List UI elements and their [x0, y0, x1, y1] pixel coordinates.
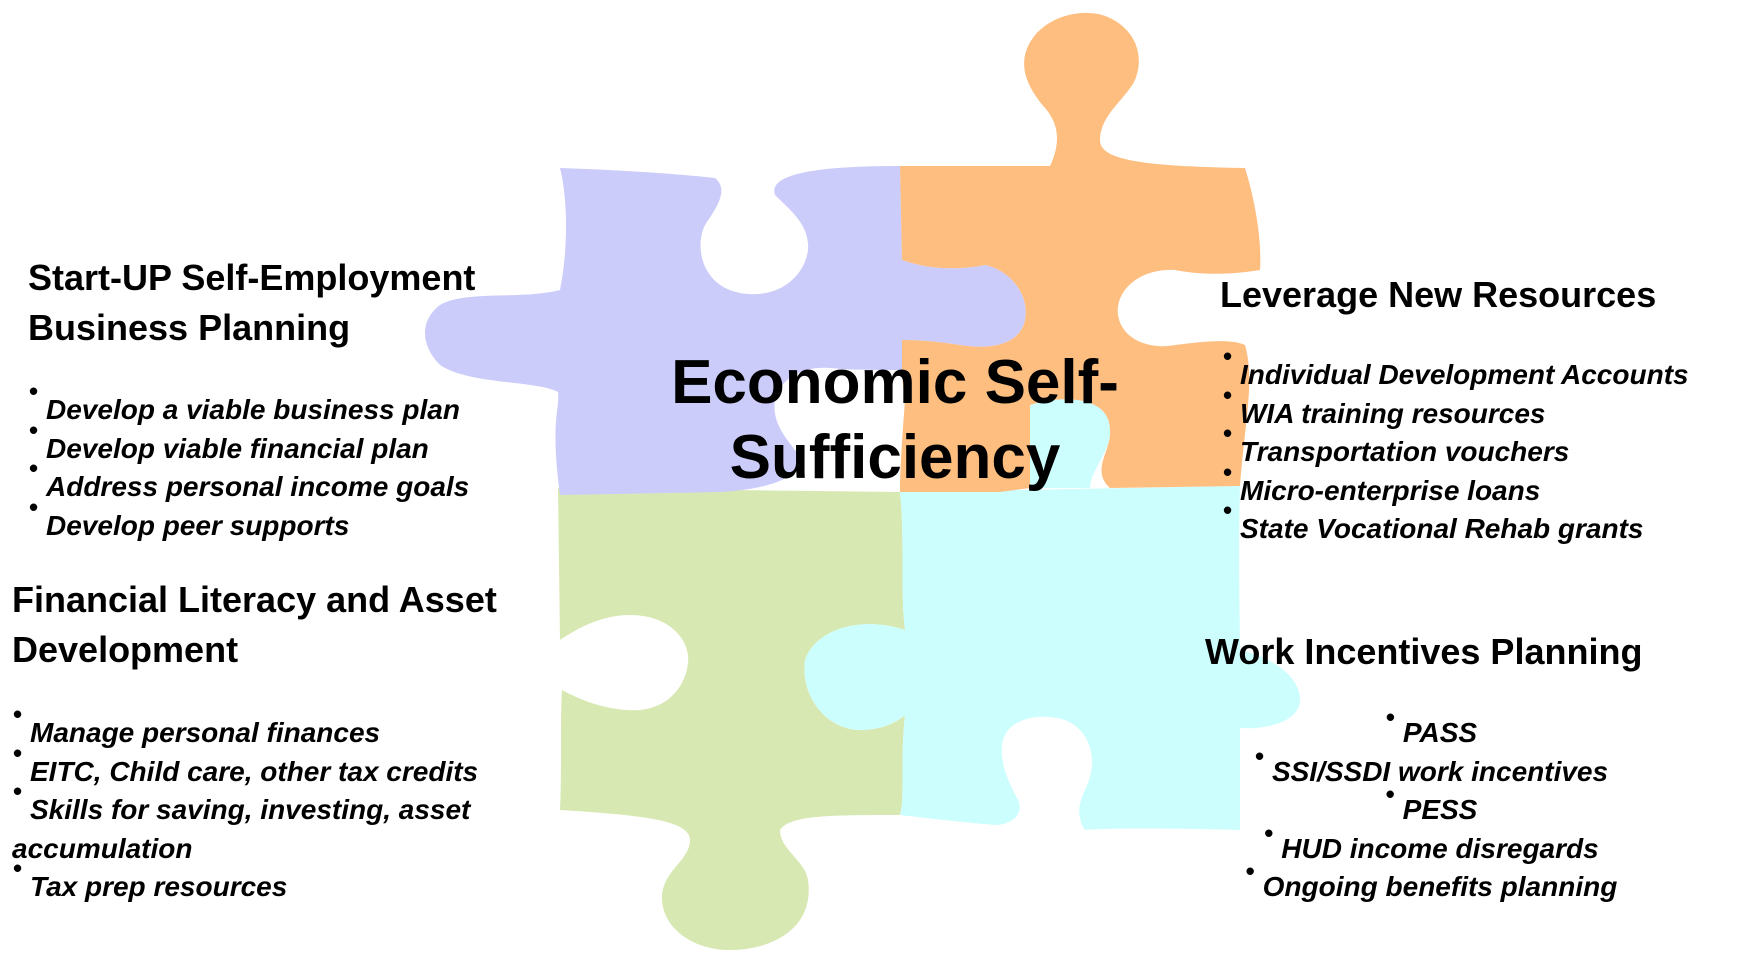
- financial-heading-line2: Development: [12, 629, 239, 670]
- list-item: •Skills for saving, investing, asset: [13, 776, 478, 830]
- list-item-text: Address personal income goals: [46, 471, 470, 502]
- list-item: •PASS: [1200, 702, 1680, 753]
- list-item-text: PESS: [1402, 794, 1478, 825]
- purple-puzzle-piece: [425, 166, 1026, 495]
- list-item-text: accumulation: [12, 832, 193, 864]
- financial-heading-line1: Financial Literacy and Asset: [12, 579, 497, 620]
- bullet-icon: •: [1223, 379, 1233, 410]
- bullet-icon: •: [1385, 702, 1396, 732]
- list-item: •PESS: [1200, 779, 1680, 830]
- leverage-heading: Leverage New Resources: [1220, 270, 1656, 320]
- list-item: •WIA training resources: [1223, 380, 1689, 434]
- list-item-text: State Vocational Rehab grants: [1240, 513, 1644, 544]
- center-title: Economic Self- Sufficiency: [645, 345, 1145, 495]
- startup-heading-line2: Business Planning: [28, 307, 351, 348]
- bullet-icon: •: [1223, 341, 1233, 371]
- list-item: •SSI/SSDI work incentives: [1200, 741, 1680, 792]
- list-item: •Micro-enterprise loans: [1223, 457, 1689, 511]
- bullet-icon: •: [29, 491, 39, 522]
- bullet-icon: •: [1254, 740, 1265, 771]
- green-puzzle-piece: [558, 488, 905, 950]
- center-title-line2: Sufficiency: [729, 423, 1061, 492]
- list-item-text: PASS: [1402, 717, 1478, 748]
- startup-heading: Start-UP Self-Employment Business Planni…: [28, 253, 475, 353]
- financial-list: •Manage personal finances •EITC, Child c…: [12, 699, 479, 907]
- list-item: •EITC, Child care, other tax credits: [13, 738, 479, 792]
- cyan-puzzle-piece: [804, 399, 1300, 830]
- list-item-text: Ongoing benefits planning: [1262, 871, 1618, 902]
- list-item-text: Develop a viable business plan: [46, 394, 460, 425]
- list-item: •Ongoing benefits planning: [1200, 856, 1680, 907]
- bullet-icon: •: [29, 376, 39, 406]
- list-item: •Manage personal finances: [13, 699, 478, 753]
- list-item-text: Develop viable financial plan: [46, 432, 429, 464]
- bullet-icon: •: [1223, 418, 1233, 448]
- bullet-icon: •: [13, 699, 23, 729]
- bullet-icon: •: [1223, 495, 1233, 525]
- list-item: •Develop peer supports: [29, 492, 469, 546]
- list-item: •Develop viable financial plan: [29, 415, 469, 469]
- list-item: •Address personal income goals: [29, 453, 470, 507]
- bullet-icon: •: [13, 737, 23, 768]
- orange-puzzle-piece: [900, 12, 1261, 493]
- startup-list: •Develop a viable business plan •Develop…: [29, 376, 470, 546]
- work-heading: Work Incentives Planning: [1205, 627, 1642, 677]
- center-title-line1: Economic Self-: [671, 348, 1119, 417]
- list-item-text: HUD income disregards: [1281, 832, 1599, 864]
- list-item: •Transportation vouchers: [1223, 418, 1689, 472]
- bullet-icon: •: [29, 414, 39, 445]
- list-item-text: WIA training resources: [1240, 397, 1546, 429]
- bullet-icon: •: [1223, 456, 1233, 487]
- list-item-text: Develop peer supports: [46, 509, 350, 541]
- bullet-icon: •: [1385, 779, 1395, 809]
- leverage-heading-text: Leverage New Resources: [1220, 274, 1657, 315]
- list-item: •Tax prep resources: [13, 853, 478, 907]
- work-heading-text: Work Incentives Planning: [1205, 631, 1643, 672]
- bullet-icon: •: [13, 853, 23, 883]
- bullet-icon: •: [13, 776, 23, 806]
- leverage-list: •Individual Development Accounts •WIA tr…: [1223, 341, 1689, 549]
- bullet-icon: •: [29, 453, 39, 483]
- financial-heading: Financial Literacy and Asset Development: [12, 575, 497, 675]
- list-item-text: EITC, Child care, other tax credits: [30, 755, 479, 787]
- list-item: •HUD income disregards: [1200, 818, 1680, 869]
- list-item: •Individual Development Accounts: [1223, 341, 1689, 395]
- list-item-text: Micro-enterprise loans: [1240, 474, 1541, 506]
- list-item-text: Skills for saving, investing, asset: [30, 794, 471, 825]
- work-list: •PASS •SSI/SSDI work incentives •PESS •H…: [1200, 702, 1680, 907]
- list-item-text: Transportation vouchers: [1240, 436, 1570, 467]
- list-item: •Develop a viable business plan: [29, 376, 469, 430]
- bullet-icon: •: [1264, 817, 1274, 848]
- list-item: accumulation: [12, 830, 478, 869]
- list-item-text: Manage personal finances: [30, 717, 381, 748]
- list-item-text: Individual Development Accounts: [1240, 359, 1689, 390]
- list-item-text: Tax prep resources: [30, 871, 288, 902]
- startup-heading-line1: Start-UP Self-Employment: [28, 257, 476, 298]
- list-item-text: SSI/SSDI work incentives: [1271, 755, 1609, 787]
- bullet-icon: •: [1245, 856, 1255, 886]
- list-item: •State Vocational Rehab grants: [1223, 495, 1689, 549]
